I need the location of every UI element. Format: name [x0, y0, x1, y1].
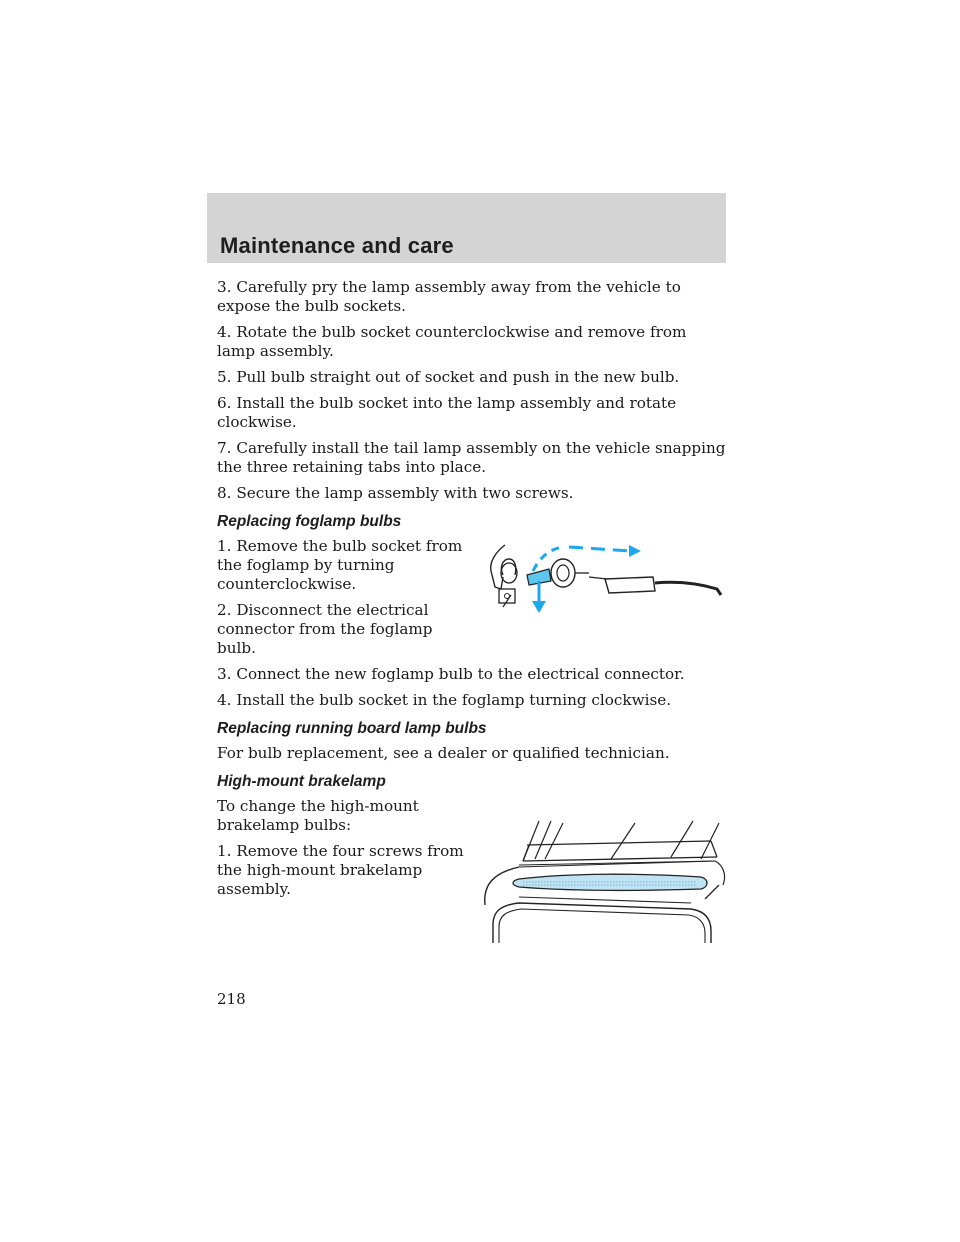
step-5: 5. Pull bulb straight out of socket and …: [217, 368, 680, 386]
running-board-text: For bulb replacement, see a dealer or qu…: [217, 744, 670, 762]
brakelamp-heading: High-mount brakelamp: [217, 773, 386, 790]
foglamp-bulb-illustration: [490, 544, 723, 613]
running-board-heading: Replacing running board lamp bulbs: [217, 720, 487, 737]
foglamp-section: 1. Remove the bulb socket from the fogla…: [217, 537, 729, 658]
brakelamp-step-1: 1. Remove the four screws from the high-…: [217, 842, 464, 898]
step-3: 3. Carefully pry the lamp assembly away …: [217, 278, 681, 315]
foglamp-step-2: 2. Disconnect the electrical connector f…: [217, 601, 433, 657]
step-6: 6. Install the bulb socket into the lamp…: [217, 394, 677, 431]
brakelamp-intro: To change the high-mount brakelamp bulbs…: [217, 797, 419, 834]
foglamp-step-4: 4. Install the bulb socket in the foglam…: [217, 691, 672, 709]
brakelamp-illustration: [484, 820, 726, 943]
page-number: 218: [217, 990, 246, 1008]
step-4: 4. Rotate the bulb socket counterclockwi…: [217, 323, 687, 360]
foglamp-heading: Replacing foglamp bulbs: [217, 513, 402, 530]
step-7: 7. Carefully install the tail lamp assem…: [217, 439, 726, 476]
brakelamp-section: To change the high-mount brakelamp bulbs…: [217, 797, 729, 943]
step-8: 8. Secure the lamp assembly with two scr…: [217, 484, 574, 502]
page-content: 3. Carefully pry the lamp assembly away …: [217, 278, 729, 943]
foglamp-step-1: 1. Remove the bulb socket from the fogla…: [217, 537, 463, 593]
header-band: Maintenance and care: [207, 193, 726, 263]
foglamp-step-3: 3. Connect the new foglamp bulb to the e…: [217, 665, 685, 683]
section-title: Maintenance and care: [220, 233, 454, 258]
